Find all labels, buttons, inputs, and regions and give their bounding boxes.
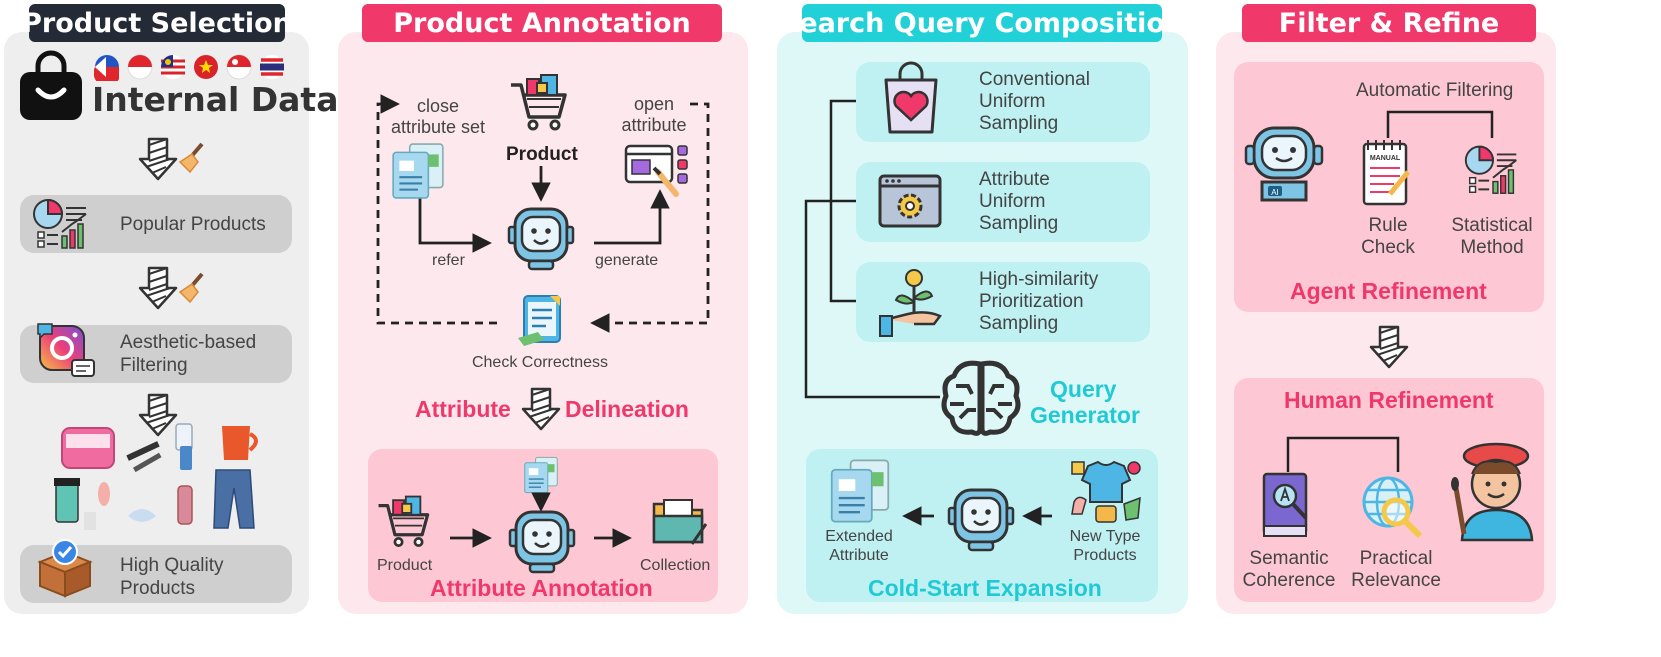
cold-start-arrows — [902, 506, 1052, 526]
new-type-line-1: New Type — [1069, 528, 1141, 545]
strategy-3-line-2: Prioritization — [979, 291, 1084, 312]
strategy-1-line-2: Uniform — [979, 91, 1046, 112]
query-generator-line-2: Generator — [1030, 402, 1140, 428]
strategy-2-line-3: Sampling — [979, 213, 1059, 234]
annotation-loop-connectors — [376, 94, 710, 333]
check-correctness-label: Check Correctness — [471, 354, 609, 371]
collection-label: Collection — [640, 557, 711, 574]
agent-refinement-title: Agent Refinement — [1290, 278, 1487, 304]
auto-filter-bracket — [1386, 110, 1494, 138]
automatic-filtering-label: Automatic Filtering — [1356, 80, 1514, 101]
internal-data-label: Internal Data — [92, 80, 339, 119]
generate-label: generate — [595, 252, 659, 269]
new-products-icon — [1071, 460, 1141, 523]
practical-relevance-line-2: Relevance — [1351, 570, 1441, 591]
open-attr-label-1: open — [633, 94, 675, 114]
high-quality-label-2: Products — [120, 578, 195, 599]
attribute-delineation-left: Attribute — [415, 396, 511, 422]
broom-icon — [178, 142, 204, 174]
manual-tag-text: MANUAL — [1370, 155, 1401, 162]
attribute-delineation-right: Delineation — [565, 396, 689, 422]
manual-notebook-icon: MANUAL — [1362, 140, 1410, 206]
book-search-icon — [1262, 472, 1308, 537]
camera-app-icon — [37, 323, 95, 377]
rule-check-line-1: Rule — [1368, 215, 1408, 236]
checklist-icon — [518, 295, 561, 346]
verified-box-icon — [37, 539, 93, 598]
statistics-icon — [1464, 145, 1518, 195]
broom-icon — [178, 272, 204, 304]
human-refinement-title: Human Refinement — [1284, 387, 1494, 413]
ai-tag-text: AI — [1271, 188, 1279, 197]
refer-label: refer — [432, 252, 465, 269]
strategy-1-line-1: Conventional — [979, 69, 1090, 90]
globe-search-icon — [1362, 476, 1423, 539]
new-type-line-2: Products — [1073, 547, 1137, 564]
sampling-bracket-connectors — [804, 99, 940, 399]
shopping-bag-icon — [20, 50, 82, 120]
annotation-flow-arrows — [450, 492, 632, 548]
filter-refine-header: Filter & Refine — [1242, 4, 1536, 42]
statistical-method-line-1: Statistical — [1451, 215, 1533, 236]
down-arrow-icon — [1369, 325, 1409, 369]
strategy-1-line-3: Sampling — [979, 113, 1059, 134]
folder-collection-icon — [652, 499, 708, 545]
strategy-3-line-1: High-similarity — [979, 269, 1099, 290]
ai-robot-icon: AI — [1244, 126, 1324, 202]
product-collage-image — [54, 423, 258, 530]
rule-check-line-2: Check — [1361, 237, 1415, 258]
high-quality-label-1: High Quality — [120, 555, 224, 576]
design-tool-icon — [624, 144, 688, 197]
aesthetic-filtering-label-2: Filtering — [120, 355, 188, 376]
close-attr-label-1: close — [416, 96, 460, 116]
search-query-header: Search Query Composition — [780, 4, 1184, 42]
country-flags — [93, 53, 294, 87]
heart-bag-icon — [884, 61, 938, 134]
settings-window-icon — [878, 174, 942, 228]
statistical-method-line-2: Method — [1460, 237, 1524, 258]
annotation-product-label: Product — [377, 557, 433, 574]
growth-idea-icon — [879, 269, 942, 337]
shopping-cart-icon — [376, 494, 430, 548]
popular-products-label: Popular Products — [120, 214, 266, 235]
product-selection-header: Product Selection — [22, 4, 292, 42]
semantic-coherence-line-2: Coherence — [1242, 570, 1336, 591]
query-generator-line-1: Query — [1050, 376, 1117, 402]
semantic-coherence-line-1: Semantic — [1249, 548, 1329, 569]
brain-icon — [941, 360, 1021, 436]
robot-icon — [947, 488, 1015, 552]
open-attr-label-2: attribute — [621, 115, 687, 135]
human-refine-bracket — [1286, 436, 1400, 472]
close-attr-label-2: attribute set — [390, 117, 486, 137]
product-selection-panel — [4, 32, 309, 614]
extended-attr-line-2: Attribute — [829, 547, 889, 564]
robot-icon — [508, 510, 576, 574]
extended-attr-line-1: Extended — [825, 528, 893, 545]
flag-icons — [93, 54, 284, 87]
product-label: Product — [506, 144, 578, 165]
practical-relevance-line-1: Practical — [1359, 548, 1433, 569]
artist-avatar-icon — [1451, 442, 1534, 542]
aesthetic-filtering-label-1: Aesthetic-based — [120, 332, 257, 353]
cold-start-title: Cold-Start Expansion — [868, 575, 1102, 601]
strategy-3-line-3: Sampling — [979, 313, 1059, 334]
product-annotation-header: Product Annotation — [362, 4, 722, 42]
attribute-annotation-title: Attribute Annotation — [430, 575, 653, 601]
strategy-2-line-2: Uniform — [979, 191, 1046, 212]
strategy-2-line-1: Attribute — [979, 169, 1050, 190]
